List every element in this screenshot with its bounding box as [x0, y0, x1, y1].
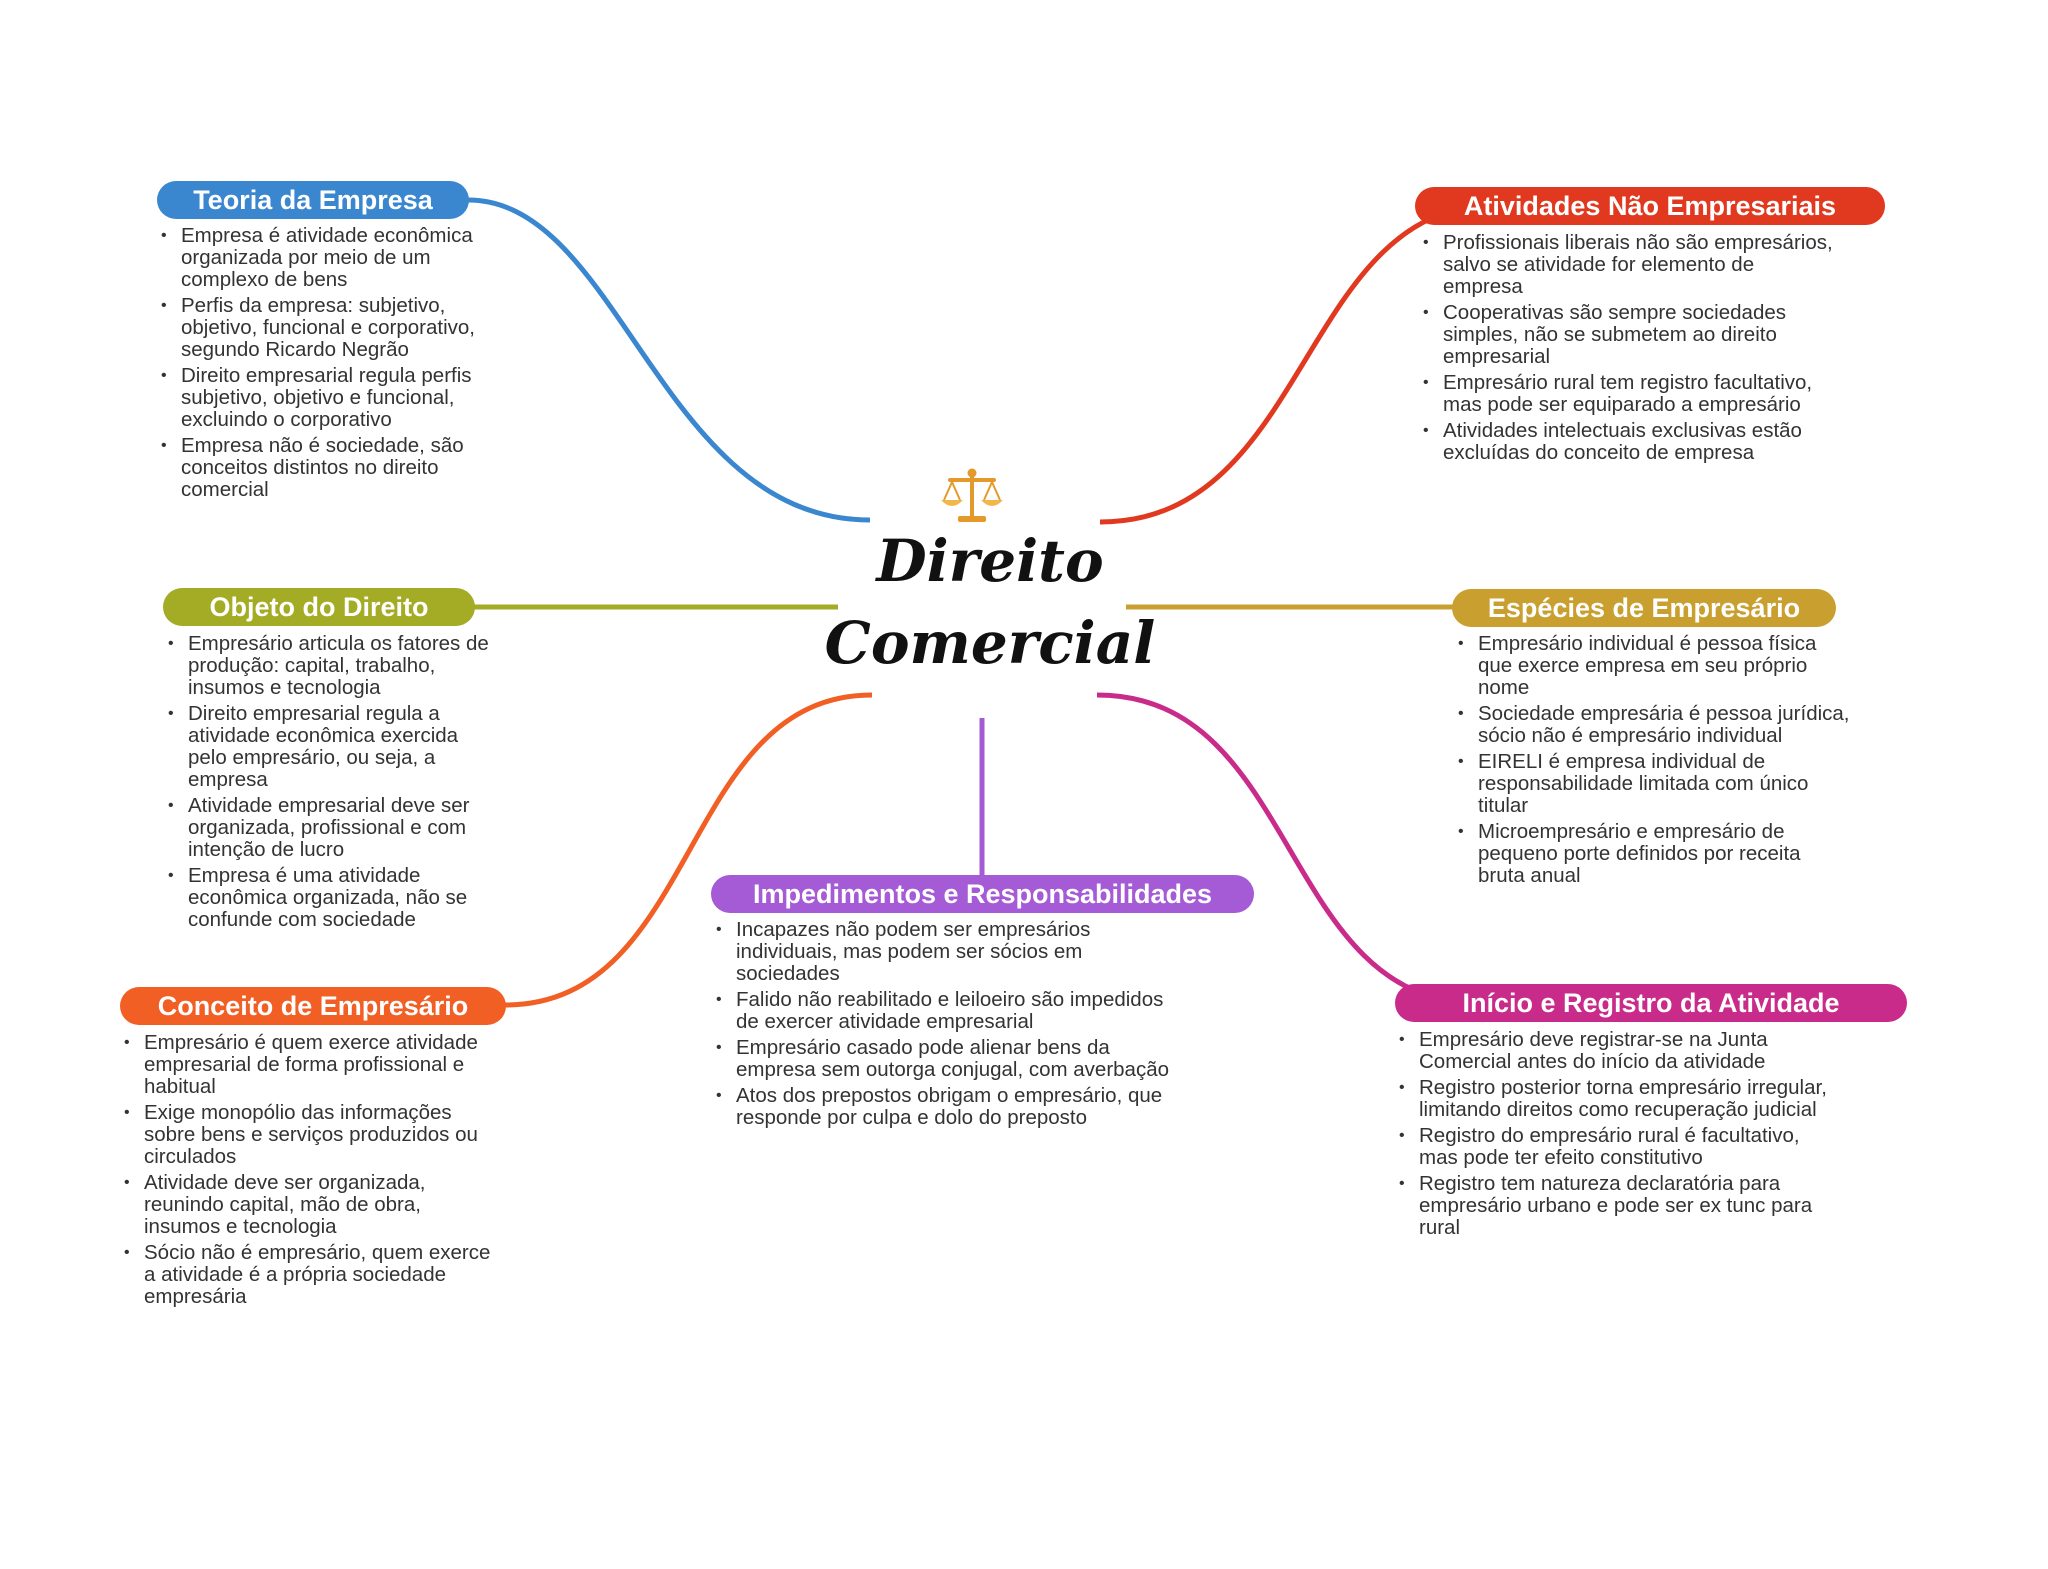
- list-item: Registro do empresário rural é facultati…: [1393, 1125, 1833, 1169]
- node-objeto-do-direito[interactable]: Objeto do Direito: [163, 588, 475, 626]
- node-conceito-de-empresario[interactable]: Conceito de Empresário: [120, 987, 506, 1025]
- list-inicio-e-registro-da-atividade: Empresário deve registrar-se na Junta Co…: [1393, 1029, 1833, 1243]
- list-item: Atividade empresarial deve ser organizad…: [162, 795, 492, 861]
- list-item: Atos dos prepostos obrigam o empresário,…: [710, 1085, 1180, 1129]
- list-item: Empresário é quem exerce atividade empre…: [118, 1032, 502, 1098]
- list-item: Empresário casado pode alienar bens da e…: [710, 1037, 1180, 1081]
- list-item: Empresário articula os fatores de produç…: [162, 633, 492, 699]
- node-atividades-nao-empresariais[interactable]: Atividades Não Empresariais: [1415, 187, 1885, 225]
- list-item: Microempresário e empresário de pequeno …: [1452, 821, 1852, 887]
- central-topic-line-2: Comercial: [824, 609, 1156, 677]
- node-inicio-e-registro-da-atividade[interactable]: Início e Registro da Atividade: [1395, 984, 1907, 1022]
- list-atividades-nao-empresariais: Profissionais liberais não são empresári…: [1417, 232, 1837, 468]
- list-impedimentos-e-responsabilidades: Incapazes não podem ser empresários indi…: [710, 919, 1180, 1133]
- list-item: Empresário deve registrar-se na Junta Co…: [1393, 1029, 1833, 1073]
- list-item: Profissionais liberais não são empresári…: [1417, 232, 1837, 298]
- list-item: Registro tem natureza declaratória para …: [1393, 1173, 1833, 1239]
- list-conceito-de-empresario: Empresário é quem exerce atividade empre…: [118, 1032, 502, 1312]
- list-item: Sócio não é empresário, quem exerce a at…: [118, 1242, 502, 1308]
- list-item: Atividade deve ser organizada, reunindo …: [118, 1172, 502, 1238]
- list-objeto-do-direito: Empresário articula os fatores de produç…: [162, 633, 492, 935]
- list-item: Sociedade empresária é pessoa jurídica, …: [1452, 703, 1852, 747]
- node-especies-de-empresario[interactable]: Espécies de Empresário: [1452, 589, 1836, 627]
- node-impedimentos-e-responsabilidades[interactable]: Impedimentos e Responsabilidades: [711, 875, 1254, 913]
- connector-conceito: [504, 692, 873, 1008]
- balance-scale-icon: [941, 468, 1003, 522]
- list-item: Empresa é uma atividade econômica organi…: [162, 865, 492, 931]
- list-item: EIRELI é empresa individual de responsab…: [1452, 751, 1852, 817]
- list-item: Cooperativas são sempre sociedades simpl…: [1417, 302, 1837, 368]
- central-topic: Direito Comercial: [820, 520, 1160, 684]
- connector-atividades: [1099, 202, 1496, 525]
- list-item: Exige monopólio das informações sobre be…: [118, 1102, 502, 1168]
- list-especies-de-empresario: Empresário individual é pessoa física qu…: [1452, 633, 1852, 891]
- node-teoria-da-empresa[interactable]: Teoria da Empresa: [157, 181, 469, 219]
- list-item: Direito empresarial regula a atividade e…: [162, 703, 492, 791]
- list-item: Empresário rural tem registro facultativ…: [1417, 372, 1837, 416]
- list-item: Empresa não é sociedade, são conceitos d…: [155, 435, 495, 501]
- central-topic-line-1: Direito: [876, 527, 1104, 595]
- list-item: Incapazes não podem ser empresários indi…: [710, 919, 1180, 985]
- list-item: Empresário individual é pessoa física qu…: [1452, 633, 1852, 699]
- list-item: Registro posterior torna empresário irre…: [1393, 1077, 1833, 1121]
- list-item: Perfis da empresa: subjetivo, objetivo, …: [155, 295, 495, 361]
- list-item: Empresa é atividade econômica organizada…: [155, 225, 495, 291]
- list-item: Direito empresarial regula perfis subjet…: [155, 365, 495, 431]
- list-item: Falido não reabilitado e leiloeiro são i…: [710, 989, 1180, 1033]
- connector-teoria: [467, 197, 871, 523]
- list-teoria-da-empresa: Empresa é atividade econômica organizada…: [155, 225, 495, 505]
- list-item: Atividades intelectuais exclusivas estão…: [1417, 420, 1837, 464]
